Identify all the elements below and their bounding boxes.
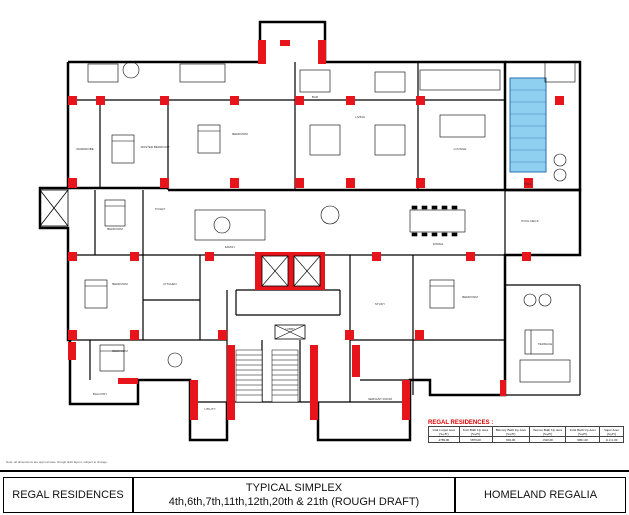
staircase: [235, 349, 299, 403]
area-header-cell: Unit Carpet Area (Sq.Ft): [428, 426, 460, 437]
furniture: [84, 61, 576, 383]
area-header-cell: Total Built Up Area (Sq.Ft): [565, 426, 600, 437]
drawing-title-line-1: TYPICAL SIMPLEX: [245, 482, 343, 494]
room-label-lounge: LOUNGE: [454, 147, 467, 151]
room-label-bedroom-5: BEDROOM: [112, 349, 128, 353]
interior-walls: [68, 62, 581, 403]
area-table: Unit Carpet Area (Sq.Ft) Unit Built Up A…: [428, 426, 625, 443]
area-value-cell: 1320.00: [528, 436, 567, 443]
area-statement: REGAL RESIDENCES : Unit Carpet Area (Sq.…: [428, 420, 625, 443]
area-header-cell: Balcony Built Up Area (Sq.Ft): [491, 426, 530, 437]
room-label-pool: POOL: [524, 182, 533, 186]
room-label-terrace: TERRACE: [538, 342, 552, 346]
area-table-header-row: Unit Carpet Area (Sq.Ft) Unit Built Up A…: [428, 426, 625, 437]
drawing-title: TYPICAL SIMPLEX 4th,6th,7th,11th,12th,20…: [133, 477, 455, 513]
project-name-text: REGAL RESIDENCES: [12, 489, 124, 501]
room-label-servant: SERVANT ROOM: [368, 397, 393, 401]
area-value-cell: 892.00: [491, 436, 530, 443]
developer-name: HOMELAND REGALIA: [455, 477, 626, 513]
room-label-wardrobe: WARDROBE: [76, 147, 94, 151]
developer-name-text: HOMELAND REGALIA: [483, 489, 598, 501]
room-label-utility: UTILITY: [204, 407, 215, 411]
room-label-toilet: TOILET: [155, 207, 166, 211]
structural-columns: [68, 40, 564, 420]
project-name: REGAL RESIDENCES: [3, 477, 133, 513]
room-label-bedroom-1: MASTER BEDROOM: [141, 145, 170, 149]
room-label-living: LIVING: [355, 115, 366, 119]
shaft: [39, 189, 69, 227]
area-statement-title: REGAL RESIDENCES :: [428, 420, 494, 426]
room-label-bedroom-2: BEDROOM: [232, 132, 248, 136]
area-value-cell: 4789.00: [428, 436, 460, 443]
area-header-cell: Terrace Built Up Area (Sq.Ft): [528, 426, 567, 437]
room-label-kitchen: KITCHEN: [163, 282, 176, 286]
area-value-cell: 9991.00: [565, 436, 600, 443]
area-header-cell: Unit Built Up Area (Sq.Ft): [458, 426, 493, 437]
room-label-pool-deck: POOL DECK: [521, 219, 538, 223]
lift-core: [255, 252, 325, 340]
room-label-lobby: LOBBY: [285, 327, 295, 331]
drawing-footnote: Note: all dimensions are approximate. Ro…: [6, 460, 108, 464]
swimming-pool: [509, 77, 547, 173]
area-value-cell: 5879.00: [458, 436, 493, 443]
room-label-bar: BAR: [312, 95, 319, 99]
area-table-value-row: 4789.00 5879.00 892.00 1320.00 9991.00 1…: [428, 436, 625, 443]
room-label-bedroom-4: BEDROOM: [112, 282, 128, 286]
room-labels: MASTER BEDROOM BEDROOM BEDROOM BEDROOM B…: [76, 95, 552, 411]
title-block: REGAL RESIDENCES TYPICAL SIMPLEX 4th,6th…: [0, 470, 629, 515]
room-label-family: FAMILY: [225, 245, 235, 249]
drawing-title-line-2: 4th,6th,7th,11th,12th,20th & 21th (ROUGH…: [168, 496, 420, 508]
room-label-bedroom-6: BEDROOM: [462, 295, 478, 299]
room-label-dining: DINING: [433, 242, 444, 246]
room-label-study: STUDY: [375, 302, 385, 306]
area-value-cell: 11111.00: [598, 436, 625, 443]
room-label-bedroom-3: BEDROOM: [107, 227, 123, 231]
area-header-cell: Super Area (Sq.Ft): [598, 426, 625, 437]
room-label-balcony: BALCONY: [93, 392, 107, 396]
